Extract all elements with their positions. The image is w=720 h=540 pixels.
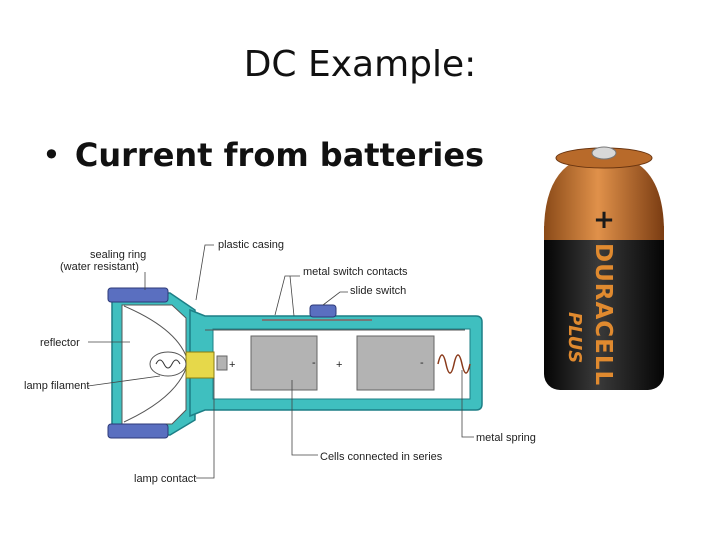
lamp-base — [185, 351, 215, 379]
label-sealing-ring: sealing ring — [90, 249, 146, 261]
battery-brand: DURACELL — [590, 243, 616, 386]
label-cells-connected: Cells connected in series — [320, 451, 443, 463]
battery-positive-nub — [591, 146, 617, 160]
bullet-text: Current from batteries — [74, 136, 485, 174]
slide-switch — [309, 304, 337, 318]
metal-spring — [437, 354, 471, 374]
bullet-item: • Current from batteries — [42, 136, 484, 174]
battery-black-body — [544, 218, 664, 390]
bullet-marker: • — [42, 136, 61, 174]
battery-copper-band — [544, 226, 664, 240]
cell-1-minus: - — [312, 357, 316, 369]
battery-copper-top — [544, 154, 664, 240]
battery-sub-brand: PLUS — [564, 312, 585, 363]
leader-lines — [87, 244, 474, 479]
lamp-filament-coil — [155, 359, 181, 369]
cell-1 — [250, 335, 318, 391]
lamp-bulb — [149, 351, 187, 377]
cell-1-terminal — [216, 355, 228, 371]
sealing-ring-bottom — [107, 423, 169, 439]
label-lamp-contact: lamp contact — [134, 473, 196, 485]
cell-2-plus: + — [336, 359, 342, 371]
label-plastic-casing: plastic casing — [218, 239, 284, 251]
slide-title: DC Example: — [243, 44, 477, 85]
label-metal-switch-contacts: metal switch contacts — [303, 266, 408, 278]
label-slide-switch: slide switch — [350, 285, 406, 297]
cell-1-plus: + — [229, 359, 235, 371]
label-metal-spring: metal spring — [476, 432, 536, 444]
label-reflector: reflector — [40, 337, 80, 349]
label-lamp-filament: lamp filament — [24, 380, 89, 392]
battery-plus-sign: + — [593, 205, 615, 235]
sealing-ring-top — [107, 287, 169, 303]
duracell-battery: + DURACELL PLUS — [544, 146, 664, 390]
cell-2-minus: - — [420, 357, 424, 369]
cell-2 — [356, 335, 435, 391]
label-water-resistant: (water resistant) — [60, 261, 139, 273]
